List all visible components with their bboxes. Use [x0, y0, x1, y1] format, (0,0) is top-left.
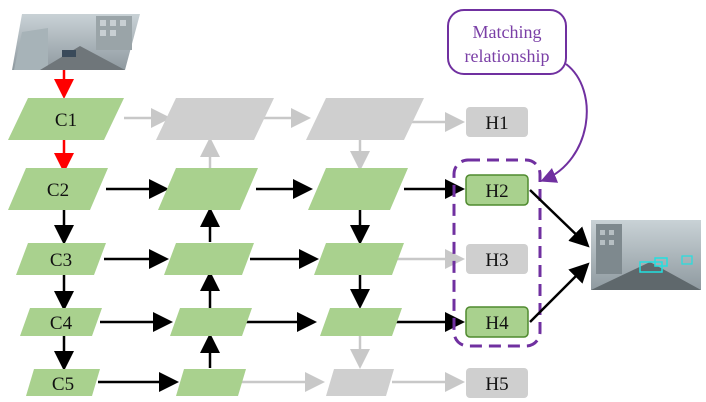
c1-node: [8, 98, 124, 140]
col2-node-4: [170, 308, 252, 336]
col2-node-3: [164, 243, 254, 275]
matching-relationship-bubble: [447, 9, 567, 75]
annotation-line-1: Matching: [473, 22, 542, 42]
h4-to-output-arrow: [529, 262, 590, 323]
h4-head: [465, 306, 529, 338]
h5-head: [466, 368, 528, 398]
annotation-pointer-arrow: [540, 63, 588, 183]
c5-node: [26, 369, 100, 396]
col3-node-2: [308, 168, 408, 210]
col2-node-2: [158, 168, 258, 210]
h1-head: [466, 107, 528, 137]
annotation-line-2: relationship: [465, 46, 550, 66]
c2-label: C2: [47, 180, 69, 201]
col3-node-1: [306, 98, 424, 140]
h4-label: H4: [485, 313, 509, 334]
c5-label: C5: [52, 374, 74, 395]
h5-label: H5: [485, 374, 508, 395]
h2-head: [465, 174, 529, 206]
c4-node: [20, 308, 102, 336]
col2-node-5: [176, 369, 246, 396]
c4-label: C4: [50, 313, 73, 334]
h1-label: H1: [485, 113, 508, 134]
col3-node-4: [320, 308, 402, 336]
col3-node-3: [314, 243, 404, 275]
c3-label: C3: [50, 250, 72, 271]
h2-to-output-arrow: [529, 189, 590, 248]
col2-node-1: [156, 98, 274, 140]
c2-node: [8, 168, 108, 210]
matching-dashed-box: [452, 158, 542, 348]
col3-node-5: [326, 369, 394, 396]
h3-head: [466, 244, 528, 274]
input-image-thumbnail: [12, 14, 140, 70]
c1-label: C1: [55, 110, 77, 131]
h2-label: H2: [485, 181, 508, 202]
c3-node: [16, 243, 106, 275]
output-image-thumbnail: [591, 220, 701, 290]
h3-label: H3: [485, 250, 508, 271]
